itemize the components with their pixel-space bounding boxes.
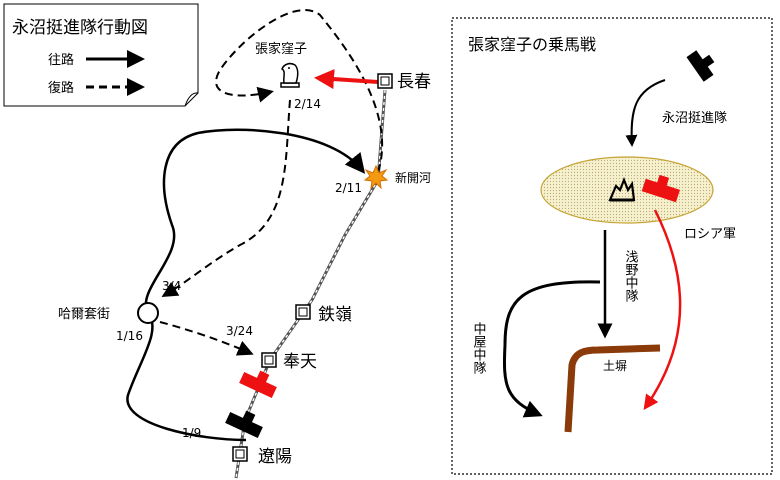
inset-label-earthwork: 土塀 [603, 359, 627, 373]
inset-label-russian: ロシア軍 [684, 227, 736, 242]
inset-earthwork [564, 344, 661, 433]
inset-russian-arrow [643, 209, 682, 411]
label-liaoyang: 遼陽 [258, 447, 292, 467]
outbound-route [126, 128, 366, 442]
harbin-marker [137, 302, 159, 324]
legend-return-label: 復路 [48, 80, 74, 96]
label-zhangjiawozi: 張家窪子 [255, 41, 307, 57]
date-2-11: 2/11 [335, 181, 362, 195]
date-3-4: 3/4 [162, 279, 181, 293]
inset-title: 張家窪子の乗馬戦 [468, 35, 596, 54]
inset-frame [451, 17, 773, 475]
inset-label-nakaya: 中屋中隊 [471, 322, 487, 375]
inset-approach-arrow [625, 79, 666, 147]
label-xinkaihe: 新開河 [395, 170, 431, 185]
return-route-south [161, 99, 291, 298]
legend: 永沼挺進隊行動図 往路 復路 [3, 3, 199, 107]
station-icon [232, 446, 248, 462]
inset-label-asano: 浅野中隊 [623, 250, 639, 303]
return-route-to-mukden [159, 321, 254, 356]
date-3-24: 3/24 [226, 324, 253, 338]
legend-title: 永沼挺進隊行動図 [12, 18, 148, 38]
return-route-north-loop [215, 9, 384, 173]
label-mukden: 奉天 [283, 352, 317, 372]
knight-icon [280, 62, 300, 88]
label-changchun: 長春 [397, 72, 431, 92]
legend-outbound-label: 往路 [48, 52, 74, 68]
label-tieling: 鉄嶺 [318, 305, 352, 325]
date-1-16: 1/16 [116, 329, 143, 343]
unit-symbol-icon [239, 370, 277, 399]
station-icon [377, 73, 393, 89]
russian-attack-arrow [314, 69, 379, 90]
station-icon [295, 304, 311, 320]
inset-panel: 張家窪子の乗馬戦 永沼挺進隊 ロシア軍 浅野中隊 中屋中隊 [451, 17, 773, 475]
legend-frame [3, 3, 199, 107]
inset-label-nagamuma: 永沼挺進隊 [662, 110, 727, 126]
station-icon [261, 352, 277, 368]
unit-symbol-icon [225, 410, 263, 439]
unit-symbol-icon [686, 50, 715, 82]
date-1-9: 1/9 [182, 426, 201, 440]
unit-symbol-icon [641, 174, 680, 203]
date-2-14: 2/14 [294, 97, 321, 111]
cavalry-icon [608, 177, 636, 202]
legend-page-curl [184, 92, 199, 107]
label-harbin: 哈爾套街 [58, 306, 110, 322]
explosion-icon [363, 164, 389, 190]
inset-nakaya-arrow [503, 280, 601, 418]
railway-line [234, 89, 387, 479]
